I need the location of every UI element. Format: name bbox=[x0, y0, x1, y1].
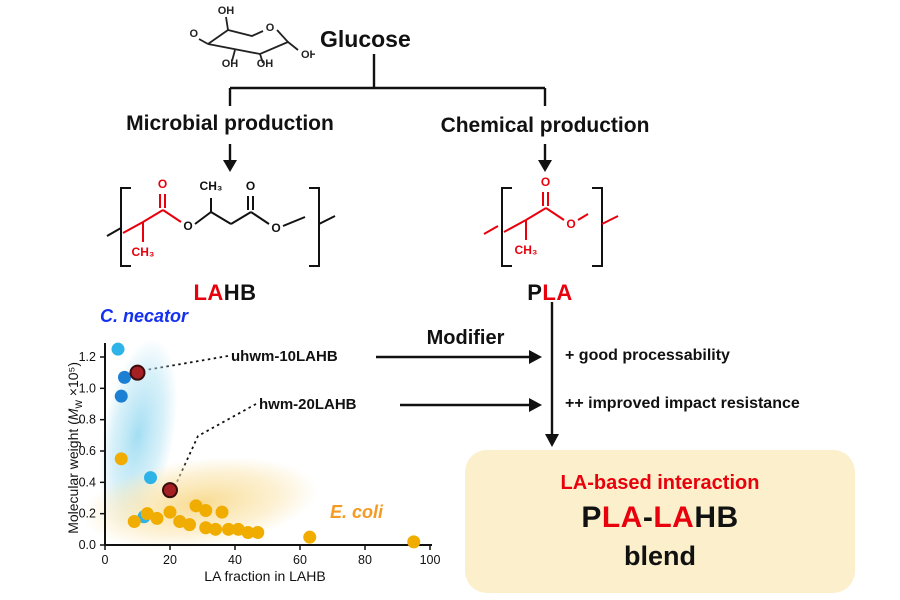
pla-left-bracket bbox=[501, 187, 512, 267]
lahb-right-bracket bbox=[309, 187, 320, 267]
pla-atom-ch3: CH₃ bbox=[515, 243, 538, 257]
glucose-atom-o-ring: O bbox=[266, 22, 275, 34]
benefit-processability: + good processability bbox=[565, 347, 730, 364]
lahb-atom-ch3-black: CH₃ bbox=[200, 179, 223, 193]
pla-down-arrowhead bbox=[545, 434, 559, 447]
data-point bbox=[222, 522, 235, 536]
data-point bbox=[209, 522, 222, 536]
blend-title-la2: LA bbox=[653, 500, 695, 534]
chemical-production-heading: Chemical production bbox=[440, 114, 650, 137]
y-axis-label: Molecular weight (Mw ×10⁵) bbox=[65, 323, 85, 573]
lahb-atom-o-carbonyl-black: O bbox=[246, 179, 255, 193]
data-point bbox=[407, 535, 421, 549]
pla-label-la: LA bbox=[542, 280, 573, 305]
scatter-plot: 0 20 40 60 80 100 0.0 0.2 0.4 0.6 0.8 1.0 1.2 bbox=[79, 338, 440, 567]
data-point bbox=[163, 505, 177, 519]
lahb-label-hb: HB bbox=[223, 280, 257, 305]
uhwm-arrowhead bbox=[529, 350, 542, 364]
pla-atom-o-carbonyl: O bbox=[541, 175, 550, 189]
x-axis-label: LA fraction in LAHB bbox=[204, 568, 326, 584]
x-tick-label: 0 bbox=[102, 553, 109, 567]
y-tick-label: 0.8 bbox=[79, 413, 96, 427]
lahb-left-bracket bbox=[120, 187, 131, 267]
y-axis-label-sub: w bbox=[71, 400, 85, 409]
lahb-label-la: LA bbox=[193, 280, 224, 305]
glucose-title: Glucose bbox=[320, 26, 411, 52]
blend-title-la1: LA bbox=[601, 500, 643, 534]
pla-label-p: P bbox=[527, 280, 543, 305]
y-tick-label: 0.0 bbox=[79, 538, 96, 552]
benefit-impact-resistance: ++ improved impact resistance bbox=[565, 395, 800, 412]
x-tick-label: 60 bbox=[293, 553, 307, 567]
chemical-arrowhead bbox=[538, 160, 552, 172]
glucose-atom-oh-top: OH bbox=[218, 5, 235, 17]
highlighted-data-point bbox=[129, 364, 146, 381]
pla-right-bracket bbox=[592, 187, 603, 267]
data-point bbox=[199, 504, 213, 518]
microbial-production-heading: Microbial production bbox=[126, 112, 334, 135]
blend-title-dash: - bbox=[642, 500, 654, 534]
x-tick-label: 80 bbox=[358, 553, 372, 567]
data-point bbox=[189, 499, 203, 513]
lahb-atom-o-ester2: O bbox=[271, 221, 280, 235]
blend-interaction-text: LA-based interaction bbox=[560, 471, 760, 494]
y-tick-label: 1.0 bbox=[79, 381, 96, 395]
data-point bbox=[114, 452, 128, 466]
pla-atom-o-ester: O bbox=[566, 217, 575, 231]
modifier-label: Modifier bbox=[426, 327, 505, 349]
y-tick-label: 0.6 bbox=[79, 444, 96, 458]
data-point bbox=[199, 521, 213, 535]
data-point bbox=[127, 515, 141, 528]
glucose-atom-oh-bottom-left: OH bbox=[222, 58, 239, 68]
hwm-dotted-leader bbox=[175, 403, 257, 485]
glucose-atom-ho-left: HO bbox=[190, 28, 198, 40]
x-tick-label: 40 bbox=[228, 553, 242, 567]
glucose-structure: OH HO O OH OH OH bbox=[190, 5, 315, 68]
data-point bbox=[114, 389, 128, 403]
data-point bbox=[215, 505, 229, 519]
data-point bbox=[111, 342, 125, 356]
y-tick-label: 0.2 bbox=[79, 507, 96, 521]
microbial-arrowhead bbox=[223, 160, 237, 172]
glucose-atom-oh-right: OH bbox=[301, 49, 315, 61]
data-point bbox=[241, 525, 255, 539]
data-point bbox=[251, 525, 265, 539]
blend-result-box: LA-based interaction PLA-LAHB blend bbox=[465, 450, 855, 593]
data-point bbox=[231, 522, 245, 536]
blend-title: PLA-LAHB bbox=[465, 501, 855, 535]
y-tick-label: 0.4 bbox=[79, 475, 96, 489]
highlighted-data-point bbox=[162, 482, 178, 499]
lahb-structure: O CH₃ O CH₃ O O bbox=[106, 177, 336, 267]
pla-structure: O CH₃ O bbox=[483, 175, 619, 267]
lahb-label: LAHB bbox=[105, 280, 345, 306]
y-axis-label-m: M bbox=[65, 408, 82, 421]
blend-title-p: P bbox=[581, 500, 602, 534]
data-point bbox=[118, 370, 131, 384]
data-point bbox=[183, 518, 196, 532]
x-tick-label: 20 bbox=[163, 553, 177, 567]
c-necator-label: C. necator bbox=[100, 306, 189, 326]
blend-title-hb: HB bbox=[694, 500, 739, 534]
data-point bbox=[150, 511, 164, 525]
data-point bbox=[140, 507, 154, 521]
data-point bbox=[303, 530, 317, 544]
lahb-atom-o-ester: O bbox=[183, 219, 192, 233]
y-tick-label: 1.2 bbox=[79, 350, 96, 364]
lahb-atom-o-carbonyl-red: O bbox=[158, 177, 167, 191]
y-axis-label-prefix: Molecular weight ( bbox=[65, 420, 82, 534]
data-point bbox=[144, 471, 157, 485]
x-tick-label: 100 bbox=[420, 553, 440, 567]
uhwm-annotation: uhwm-10LAHB bbox=[231, 348, 338, 365]
uhwm-dotted-leader bbox=[145, 355, 229, 371]
blend-word: blend bbox=[624, 540, 696, 571]
y-axis-label-suffix: ×10⁵) bbox=[65, 361, 82, 401]
hwm-annotation: hwm-20LAHB bbox=[259, 396, 357, 413]
pla-label: PLA bbox=[480, 280, 620, 306]
hwm-arrowhead bbox=[529, 398, 542, 412]
glucose-atom-oh-bottom: OH bbox=[257, 58, 274, 68]
e-coli-label: E. coli bbox=[330, 502, 384, 522]
lahb-atom-ch3-red: CH₃ bbox=[132, 245, 155, 259]
data-point bbox=[173, 515, 187, 528]
